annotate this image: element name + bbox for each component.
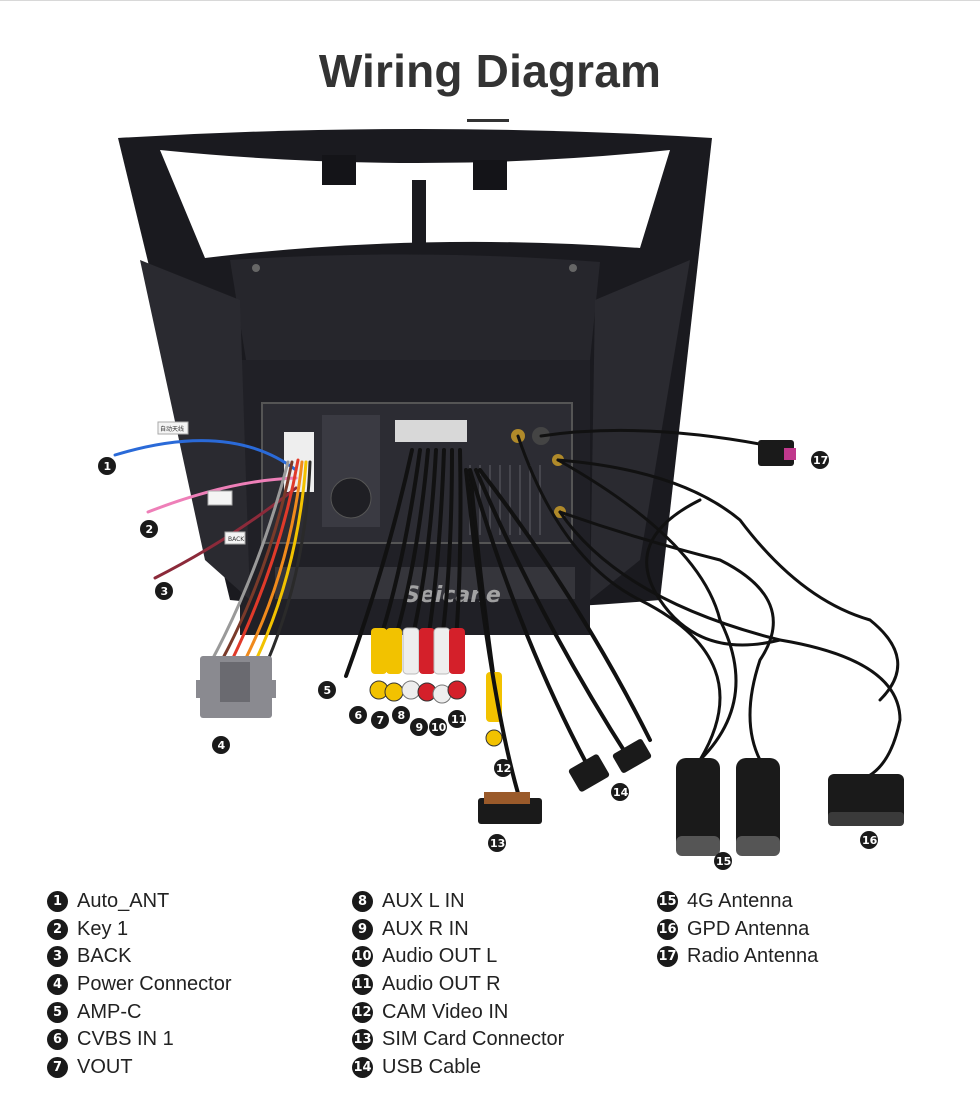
wire-tag-1: 自动天线: [160, 425, 184, 433]
legend-number: 13: [352, 1029, 373, 1051]
legend-item: 16 GPD Antenna: [657, 916, 818, 944]
legend-number: 7: [47, 1056, 68, 1078]
legend-label: SIM Card Connector: [382, 1028, 565, 1051]
legend-item: 7 VOUT: [47, 1054, 232, 1082]
usb-plugs: [568, 739, 652, 792]
legend-label: AMP-C: [77, 1000, 142, 1023]
svg-text:16: 16: [862, 834, 878, 847]
legend-label: AUX R IN: [382, 917, 469, 940]
legend-column-3: 15 4G Antenna 16 GPD Antenna 17 Radio Anten…: [657, 888, 818, 971]
legend-label: VOUT: [77, 1055, 133, 1078]
svg-text:14: 14: [613, 786, 629, 799]
legend-label: GPD Antenna: [687, 917, 810, 940]
legend-item: 14 USB Cable: [352, 1054, 564, 1082]
legend-number: 5: [47, 1001, 68, 1023]
svg-text:3: 3: [161, 585, 169, 598]
svg-text:10: 10: [431, 721, 447, 734]
svg-text:6: 6: [355, 709, 363, 722]
rca-connectors: [369, 627, 467, 704]
top-divider: [0, 0, 980, 1]
svg-text:15: 15: [716, 855, 731, 868]
legend-label: CAM Video IN: [382, 1000, 509, 1023]
svg-text:5: 5: [324, 684, 332, 697]
legend-label: Auto_ANT: [77, 890, 170, 913]
legend-label: Power Connector: [77, 973, 232, 996]
legend-number: 1: [47, 891, 68, 913]
legend-item: 10 Audio OUT L: [352, 943, 564, 971]
legend-number: 16: [657, 918, 678, 940]
svg-text:12: 12: [496, 762, 511, 775]
svg-text:9: 9: [416, 721, 424, 734]
legend-number: 11: [352, 974, 373, 996]
svg-text:7: 7: [377, 714, 385, 727]
legend-number: 2: [47, 918, 68, 940]
legend-item: 8 AUX L IN: [352, 888, 564, 916]
power-connector: [196, 656, 276, 718]
legend-item: 11 Audio OUT R: [352, 971, 564, 999]
svg-text:1: 1: [104, 460, 112, 473]
legend-label: Radio Antenna: [687, 945, 819, 968]
legend-item: 5 AMP-C: [47, 998, 232, 1026]
legend-item: 15 4G Antenna: [657, 888, 818, 916]
legend-label: 4G Antenna: [687, 890, 793, 913]
legend-label: CVBS IN 1: [77, 1028, 174, 1051]
svg-text:17: 17: [813, 454, 828, 467]
legend-item: 12 CAM Video IN: [352, 998, 564, 1026]
wiring-diagram-figure: Seicane 自动天线 BACK: [98, 129, 904, 870]
legend-number: 9: [352, 918, 373, 940]
svg-text:2: 2: [146, 523, 154, 536]
sim-card-connector: [478, 792, 542, 824]
svg-text:8: 8: [398, 709, 406, 722]
legend-number: 12: [352, 1001, 373, 1023]
legend-number: 17: [657, 946, 678, 968]
legend-item: 9 AUX R IN: [352, 916, 564, 944]
callouts: 1 2 3 4 5 6 7 8 9 10 11 12 13 14 15 16 1…: [98, 451, 878, 870]
legend-number: 10: [352, 946, 373, 968]
legend-item: 1 Auto_ANT: [47, 888, 232, 916]
legend-item: 2 Key 1: [47, 916, 232, 944]
legend-number: 6: [47, 1029, 68, 1051]
page-title: Wiring Diagram: [318, 45, 662, 97]
antenna-cables: [516, 428, 902, 782]
legend-number: 3: [47, 946, 68, 968]
legend-label: BACK: [77, 945, 132, 968]
wire-tags: 自动天线 BACK: [157, 421, 246, 545]
legend-number: 4: [47, 974, 68, 996]
wire-tag-3: BACK: [228, 536, 245, 543]
svg-text:13: 13: [490, 837, 505, 850]
rca-cable-bundle: [344, 448, 463, 678]
legend-number: 15: [657, 891, 678, 913]
legend-number: 8: [352, 891, 373, 913]
radio-antenna-connector: [758, 440, 796, 466]
legend-item: 3 BACK: [47, 943, 232, 971]
legend-column-2: 8 AUX L IN 9 AUX R IN 10 Audio OUT L 11 Audi…: [352, 888, 564, 1081]
legend-item: 17 Radio Antenna: [657, 943, 818, 971]
svg-text:11: 11: [451, 713, 466, 726]
legend-label: Audio OUT R: [382, 973, 501, 996]
gps-antenna: [828, 774, 904, 826]
legend-label: USB Cable: [382, 1055, 481, 1078]
4g-antennas: [676, 758, 780, 856]
legend-item: 13 SIM Card Connector: [352, 1026, 564, 1054]
legend-label: Audio OUT L: [382, 945, 498, 968]
svg-text:4: 4: [218, 739, 226, 752]
legend-item: 4 Power Connector: [47, 971, 232, 999]
legend-label: Key 1: [77, 917, 129, 940]
legend-item: 6 CVBS IN 1: [47, 1026, 232, 1054]
usb-sim-cables: [464, 468, 652, 802]
legend-label: AUX L IN: [382, 890, 465, 913]
legend-number: 14: [352, 1056, 373, 1078]
title-underline: [467, 119, 509, 122]
